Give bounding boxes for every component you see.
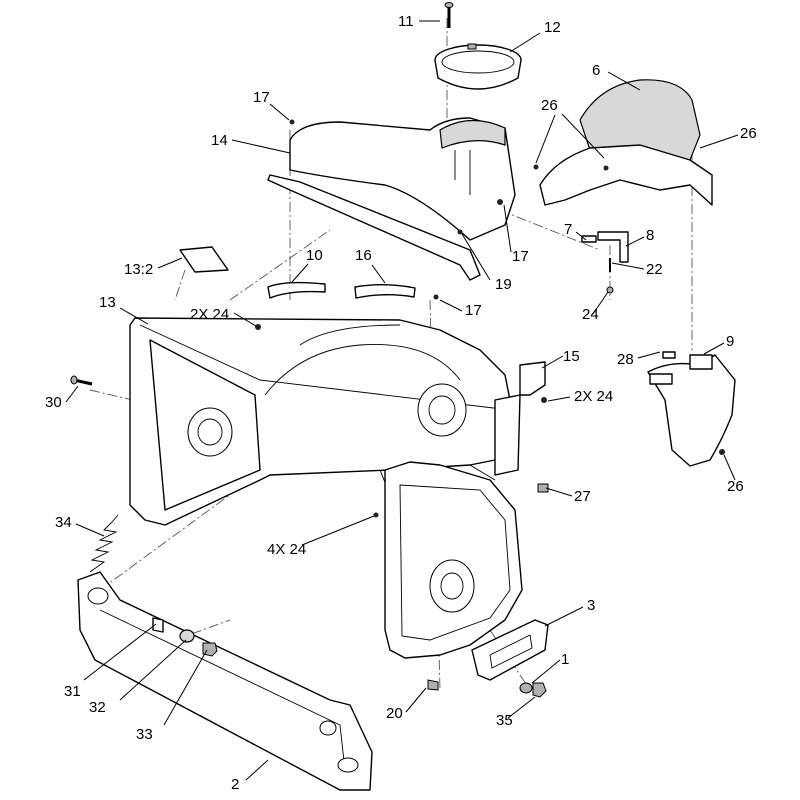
callout-27: 27 bbox=[574, 488, 591, 505]
callout-6: 6 bbox=[592, 62, 600, 79]
callout-14: 14 bbox=[211, 132, 228, 149]
callout-12: 12 bbox=[544, 19, 561, 36]
callout-16: 16 bbox=[355, 247, 372, 264]
housing-top-part bbox=[267, 117, 516, 281]
callout-7: 7 bbox=[564, 221, 572, 238]
callout-31: 31 bbox=[64, 683, 81, 700]
main-housing-part bbox=[129, 317, 511, 526]
callout-26-lower: 26 bbox=[727, 478, 744, 495]
callout-labels: 11 12 6 17 26 26 14 7 8 22 17 10 16 13:2… bbox=[45, 13, 757, 793]
scraper-bar-part bbox=[77, 571, 373, 791]
callout-leaders bbox=[65, 20, 739, 781]
callout-17-lower: 17 bbox=[465, 302, 482, 319]
callout-2x24-right: 2X 24 bbox=[574, 388, 613, 405]
callout-33: 33 bbox=[136, 726, 153, 743]
fastener-parts bbox=[70, 119, 609, 698]
callout-8: 8 bbox=[646, 227, 654, 244]
callout-30: 30 bbox=[45, 394, 62, 411]
callout-11: 11 bbox=[398, 13, 414, 30]
chute-bolt bbox=[444, 2, 454, 28]
callout-13: 13 bbox=[99, 294, 116, 311]
decal-part bbox=[179, 246, 229, 273]
callout-24: 24 bbox=[582, 306, 599, 323]
spacer-parts bbox=[152, 617, 218, 657]
strap-part-10 bbox=[267, 281, 326, 299]
callout-17-mid: 17 bbox=[512, 248, 529, 265]
callout-2x24-left: 2X 24 bbox=[190, 306, 229, 323]
callout-3: 3 bbox=[587, 597, 595, 614]
callout-35: 35 bbox=[496, 712, 513, 729]
callout-28: 28 bbox=[617, 351, 634, 368]
side-panel-part bbox=[384, 461, 523, 659]
callout-20: 20 bbox=[386, 705, 403, 722]
skid-shoe-part bbox=[471, 619, 549, 681]
chute-cover-part bbox=[539, 79, 713, 206]
callout-1: 1 bbox=[561, 651, 569, 668]
callout-15: 15 bbox=[563, 348, 580, 365]
callout-19: 19 bbox=[495, 276, 512, 293]
callout-10: 10 bbox=[306, 247, 323, 264]
callout-26-top: 26 bbox=[541, 97, 558, 114]
strap-part-16 bbox=[354, 284, 416, 299]
callout-32: 32 bbox=[89, 699, 106, 716]
callout-2: 2 bbox=[231, 776, 239, 793]
chute-ring-part bbox=[434, 43, 522, 90]
spring-part bbox=[89, 514, 119, 573]
callout-34: 34 bbox=[55, 514, 72, 531]
callout-13-2: 13:2 bbox=[124, 261, 153, 278]
bracket-part bbox=[581, 231, 629, 294]
callout-26-right: 26 bbox=[740, 125, 757, 142]
callout-9: 9 bbox=[726, 333, 734, 350]
side-bracket-part bbox=[494, 361, 546, 476]
deflector-part bbox=[647, 351, 736, 467]
callout-17-top: 17 bbox=[253, 89, 270, 106]
callout-4x24: 4X 24 bbox=[267, 541, 306, 558]
callout-22: 22 bbox=[646, 261, 663, 278]
